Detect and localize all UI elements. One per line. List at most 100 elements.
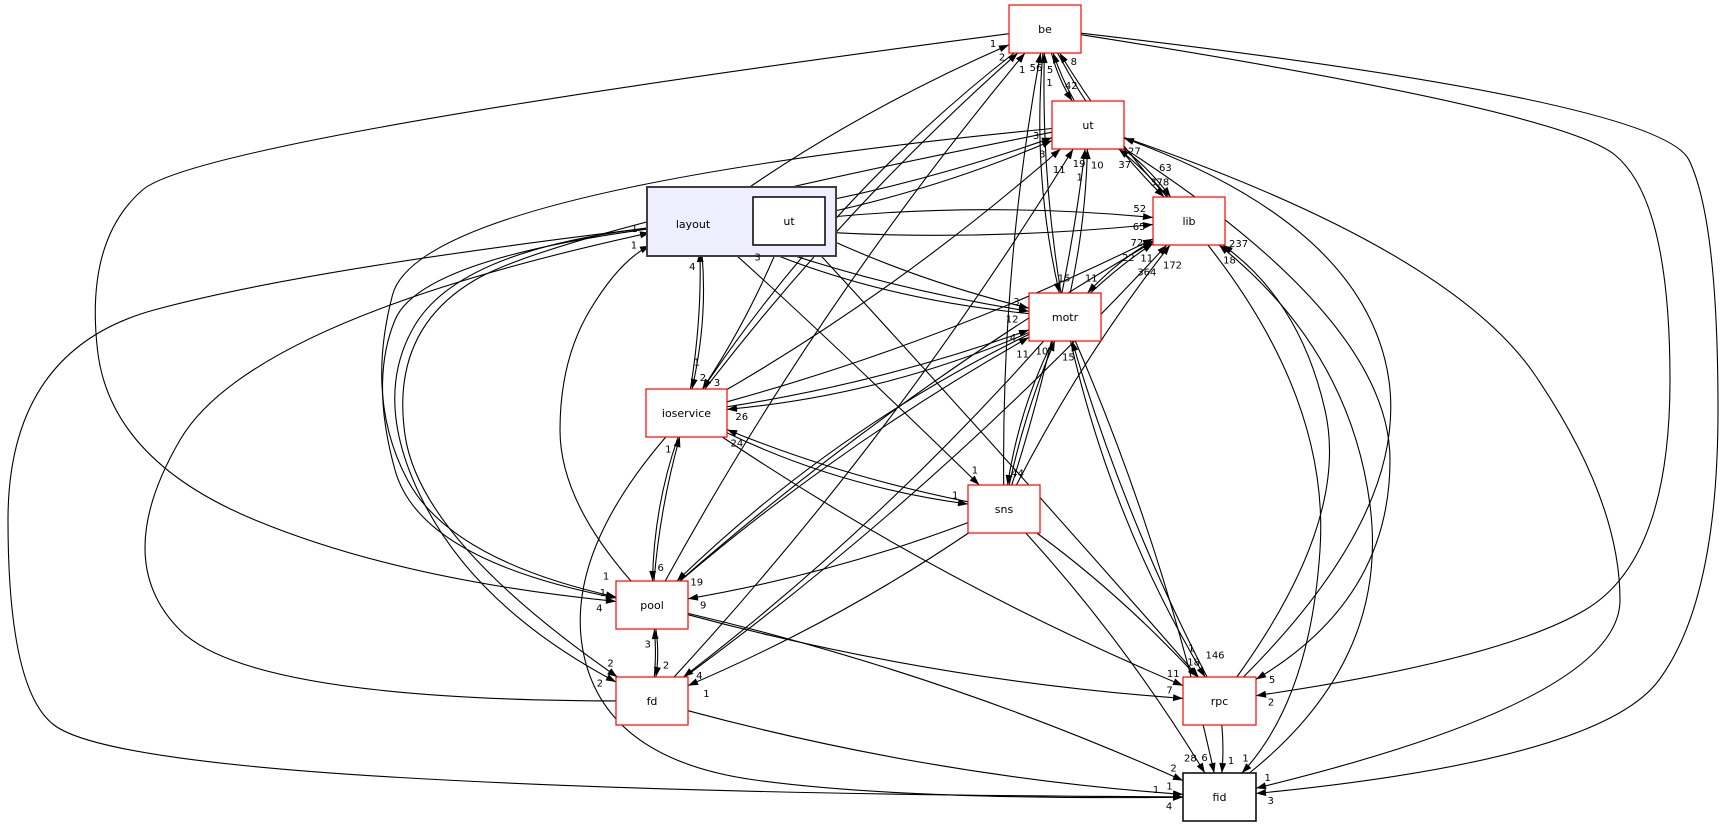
node-lut-label[interactable]: ut xyxy=(783,215,795,228)
node-sns-box[interactable] xyxy=(967,484,1041,534)
edge-label-lib-to-ut[interactable]: 37 xyxy=(1118,160,1131,171)
edge-pool-to-lib[interactable] xyxy=(679,241,1154,582)
node-ioservice-label[interactable]: ioservice xyxy=(662,407,711,420)
node-motr-label[interactable]: motr xyxy=(1052,311,1079,324)
edge-ioservice-to-pool[interactable] xyxy=(651,436,679,582)
edge-motr-to-layout[interactable] xyxy=(747,242,1030,315)
edge-layout-to-be[interactable] xyxy=(742,44,1010,193)
node-ut-label[interactable]: ut xyxy=(1082,119,1094,132)
edge-label-pool-to-be[interactable]: 1 xyxy=(1019,65,1025,76)
edge-layout-to-pool[interactable] xyxy=(382,228,651,599)
edge-label-ioservice-to-motr[interactable]: 11 xyxy=(1016,350,1029,361)
edge-pool-to-fid[interactable] xyxy=(687,612,1184,782)
edge-label-ut-to-pool[interactable]: 4 xyxy=(596,604,602,615)
edge-label-lut-to-lib[interactable]: 52 xyxy=(1133,204,1146,215)
edge-label-layout-to-fid[interactable]: 1 xyxy=(1153,785,1159,796)
edge-label-ioservice-to-sns[interactable]: 1 xyxy=(952,490,958,501)
edge-fd-to-lib[interactable] xyxy=(684,244,1168,678)
edge-ioservice-to-sns[interactable] xyxy=(726,432,969,505)
node-fid-box[interactable] xyxy=(1182,772,1257,822)
edge-label-ioservice-to-pool[interactable]: 6 xyxy=(658,563,664,574)
edge-label-pool-to-fid[interactable]: 2 xyxy=(1170,764,1176,775)
edge-lut-to-motr[interactable] xyxy=(824,237,1030,309)
edge-label-fd-to-pool[interactable]: 3 xyxy=(645,640,651,651)
edge-label-lut-to-rpc[interactable]: 1 xyxy=(1188,644,1194,655)
edge-fd-to-ut[interactable] xyxy=(673,148,1074,678)
node-rpc-box[interactable] xyxy=(1182,676,1257,726)
edge-be-to-fid[interactable] xyxy=(1080,32,1719,795)
edge-label-sns-to-lib[interactable]: 172 xyxy=(1163,261,1182,272)
edge-label-ut-to-fd[interactable]: 2 xyxy=(607,658,613,669)
edge-label-fd-to-ut[interactable]: 1 xyxy=(1077,173,1083,184)
edge-label-ioservice-to-fid[interactable]: 4 xyxy=(1166,802,1172,813)
edge-sns-to-pool[interactable] xyxy=(687,522,969,600)
edge-sns-to-be[interactable] xyxy=(1003,52,1042,486)
edge-ioservice-to-motr[interactable] xyxy=(726,329,1030,408)
edge-pool-to-rpc[interactable] xyxy=(687,614,1184,699)
edge-label-ioservice-to-rpc[interactable]: 11 xyxy=(1167,669,1180,680)
edge-label-rpc-to-fid[interactable]: 1 xyxy=(1228,756,1234,767)
node-be-label[interactable]: be xyxy=(1038,23,1052,36)
edge-lut-to-rpc[interactable] xyxy=(810,244,1199,678)
edge-sns-to-fid[interactable] xyxy=(1025,532,1206,774)
edge-label-pool-to-layout[interactable]: 1 xyxy=(631,240,637,251)
edge-label-ut-to-be[interactable]: 5 xyxy=(1047,65,1053,76)
edge-label-layout-to-ioservice[interactable]: 2 xyxy=(700,373,706,384)
edge-rpc-to-ut[interactable] xyxy=(1123,137,1392,678)
edge-ut-to-rpc[interactable] xyxy=(1123,147,1391,680)
edge-motr-to-ioservice[interactable] xyxy=(726,331,1030,410)
node-lut-box[interactable] xyxy=(752,196,826,246)
edge-label-layout-to-motr[interactable]: 3 xyxy=(1013,297,1019,308)
edge-label-layout-to-pool[interactable]: 1 xyxy=(603,572,609,583)
edge-label-ut-to-lib[interactable]: 63 xyxy=(1159,163,1172,174)
node-rpc-label[interactable]: rpc xyxy=(1211,695,1229,708)
edge-be-to-pool[interactable] xyxy=(94,33,1010,602)
edge-pool-to-ioservice[interactable] xyxy=(653,436,681,582)
edge-label-sns-to-fid[interactable]: 6 xyxy=(1201,753,1207,764)
edge-label-lut-to-ioservice[interactable]: 1 xyxy=(694,357,700,368)
edge-label-layout-to-ut[interactable]: 3 xyxy=(1033,131,1039,142)
edge-label-rpc-to-lib[interactable]: 18 xyxy=(1223,256,1236,267)
edge-ioservice-to-be[interactable] xyxy=(704,52,1019,390)
edge-label-motr-to-be[interactable]: 56 xyxy=(1030,63,1043,74)
edge-label-ioservice-to-layout[interactable]: 4 xyxy=(689,262,695,273)
edge-lib-to-fid[interactable] xyxy=(1207,244,1322,774)
edge-ioservice-to-rpc[interactable] xyxy=(721,436,1184,687)
edge-sns-to-rpc[interactable] xyxy=(1036,532,1198,678)
edge-ioservice-to-lib[interactable] xyxy=(726,238,1154,403)
edge-label-sns-to-rpc[interactable]: 18 xyxy=(1187,657,1200,668)
edge-label-motr-to-fd[interactable]: 4 xyxy=(696,671,702,682)
edge-label-lut-to-motr[interactable]: 12 xyxy=(1006,315,1019,326)
edge-label-layout-to-be[interactable]: 1 xyxy=(990,39,996,50)
edge-label-pool-to-ioservice[interactable]: 1 xyxy=(665,444,671,455)
node-layout-label[interactable]: layout xyxy=(676,218,711,231)
edge-ut-to-fid[interactable] xyxy=(1123,136,1621,789)
node-sns-label[interactable]: sns xyxy=(995,503,1014,516)
edge-sns-to-lib[interactable] xyxy=(1015,244,1171,486)
edge-label-motr-to-ioservice[interactable]: 26 xyxy=(735,412,748,423)
edge-label-be-to-ioservice[interactable]: 3 xyxy=(714,378,720,389)
edge-label-motr-to-rpc[interactable]: 146 xyxy=(1205,651,1224,662)
edge-ioservice-to-layout[interactable] xyxy=(689,251,701,390)
edge-layout-to-ioservice[interactable] xyxy=(691,251,705,390)
edge-label-motr-to-layout[interactable]: 3 xyxy=(754,252,760,263)
edge-be-to-ioservice[interactable] xyxy=(702,52,1015,390)
edge-label-lut-to-ut[interactable]: 3 xyxy=(1039,149,1045,160)
node-ioservice-box[interactable] xyxy=(645,388,728,438)
edge-label-fd-to-layout[interactable]: 1 xyxy=(631,224,637,235)
edge-pool-to-layout[interactable] xyxy=(559,245,651,582)
edge-label-sns-to-be[interactable]: 1 xyxy=(1046,78,1052,89)
edge-ioservice-to-ut[interactable] xyxy=(726,148,1061,390)
edge-label-ut-to-rpc[interactable]: 5 xyxy=(1269,675,1275,686)
edge-label-ioservice-to-ut[interactable]: 11 xyxy=(1053,165,1066,176)
edge-label-ut-to-fid[interactable]: 1 xyxy=(1265,773,1271,784)
edge-fd-to-layout[interactable] xyxy=(144,232,651,702)
edge-motr-to-sns[interactable] xyxy=(1007,340,1054,486)
node-fd-box[interactable] xyxy=(615,676,689,726)
edge-label-pool-to-fd[interactable]: 2 xyxy=(663,660,669,671)
edge-label-be-to-ut[interactable]: 42 xyxy=(1065,81,1078,92)
edge-label-sns-to-ut[interactable]: 10 xyxy=(1091,161,1104,172)
node-pool-label[interactable]: pool xyxy=(640,599,664,612)
edge-motr-to-rpc[interactable] xyxy=(1069,340,1206,678)
edge-label-sns-to-fd[interactable]: 1 xyxy=(703,689,709,700)
